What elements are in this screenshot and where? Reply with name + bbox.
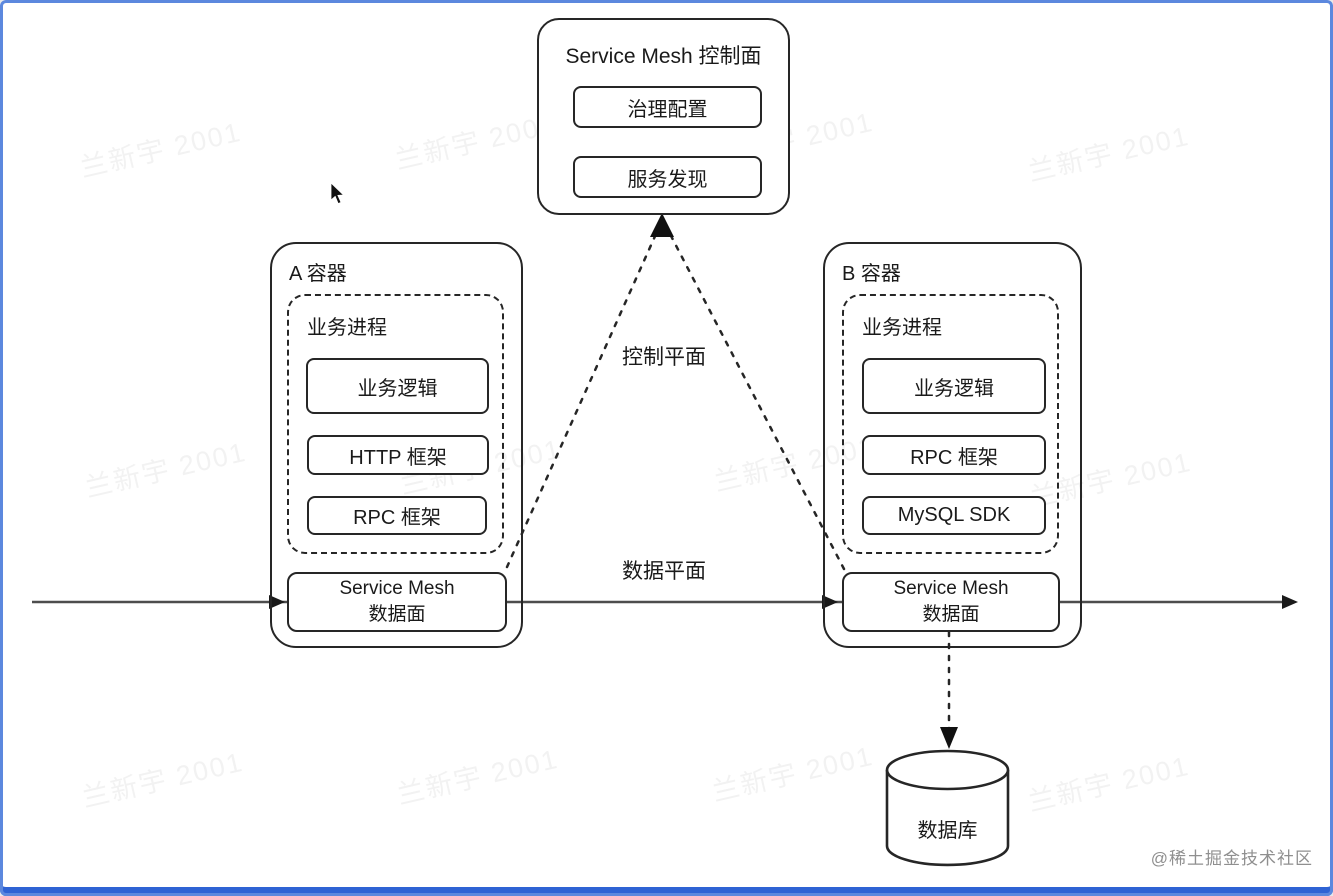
database-cylinder	[885, 749, 1010, 867]
arrowhead-to-database	[940, 727, 958, 749]
control-plane-link-a	[505, 232, 658, 569]
arrowhead-to-control-plane	[650, 213, 674, 237]
container-a-title: A 容器	[289, 263, 347, 285]
arrowhead-into-container-b	[822, 595, 838, 609]
arrowhead-into-container-a	[269, 595, 285, 609]
container-a: A 容器 业务进程 业务逻辑 HTTP 框架 RPC 框架 Service Me…	[270, 242, 523, 648]
process-title: 业务进程	[307, 317, 387, 339]
business-logic-box: 业务逻辑	[306, 358, 489, 414]
container-b-process-box: 业务进程 业务逻辑 RPC 框架 MySQL SDK	[842, 294, 1059, 554]
data-plane-line2: 数据面	[368, 604, 426, 625]
data-plane-box-a: Service Mesh 数据面	[287, 572, 507, 632]
container-a-process-box: 业务进程 业务逻辑 HTTP 框架 RPC 框架	[287, 294, 504, 554]
mysql-sdk-box: MySQL SDK	[862, 496, 1046, 535]
container-b-title: B 容器	[842, 263, 901, 285]
control-plane-edge-label: 控制平面	[622, 346, 706, 369]
business-logic-box: 业务逻辑	[862, 358, 1046, 414]
control-plane-link-b	[668, 232, 846, 571]
data-plane-line2: 数据面	[922, 604, 980, 625]
rpc-framework-box: RPC 框架	[307, 496, 487, 535]
data-plane-line1: Service Mesh	[339, 578, 455, 600]
community-credit: @稀土掘金技术社区	[1150, 849, 1313, 868]
mouse-cursor-icon	[330, 183, 345, 205]
governance-config-box: 治理配置	[573, 86, 762, 128]
control-plane-box: Service Mesh 控制面 治理配置 服务发现	[537, 18, 790, 215]
rpc-framework-box: RPC 框架	[862, 435, 1046, 475]
container-b: B 容器 业务进程 业务逻辑 RPC 框架 MySQL SDK Service …	[823, 242, 1082, 648]
process-title: 业务进程	[862, 317, 942, 339]
http-framework-box: HTTP 框架	[307, 435, 489, 475]
data-plane-box-b: Service Mesh 数据面	[842, 572, 1060, 632]
data-plane-edge-label: 数据平面	[622, 560, 706, 583]
service-discovery-box: 服务发现	[573, 156, 762, 198]
control-plane-title: Service Mesh 控制面	[565, 45, 762, 68]
database-label: 数据库	[917, 820, 978, 842]
data-plane-line1: Service Mesh	[893, 578, 1009, 600]
arrowhead-right-end	[1282, 595, 1298, 609]
